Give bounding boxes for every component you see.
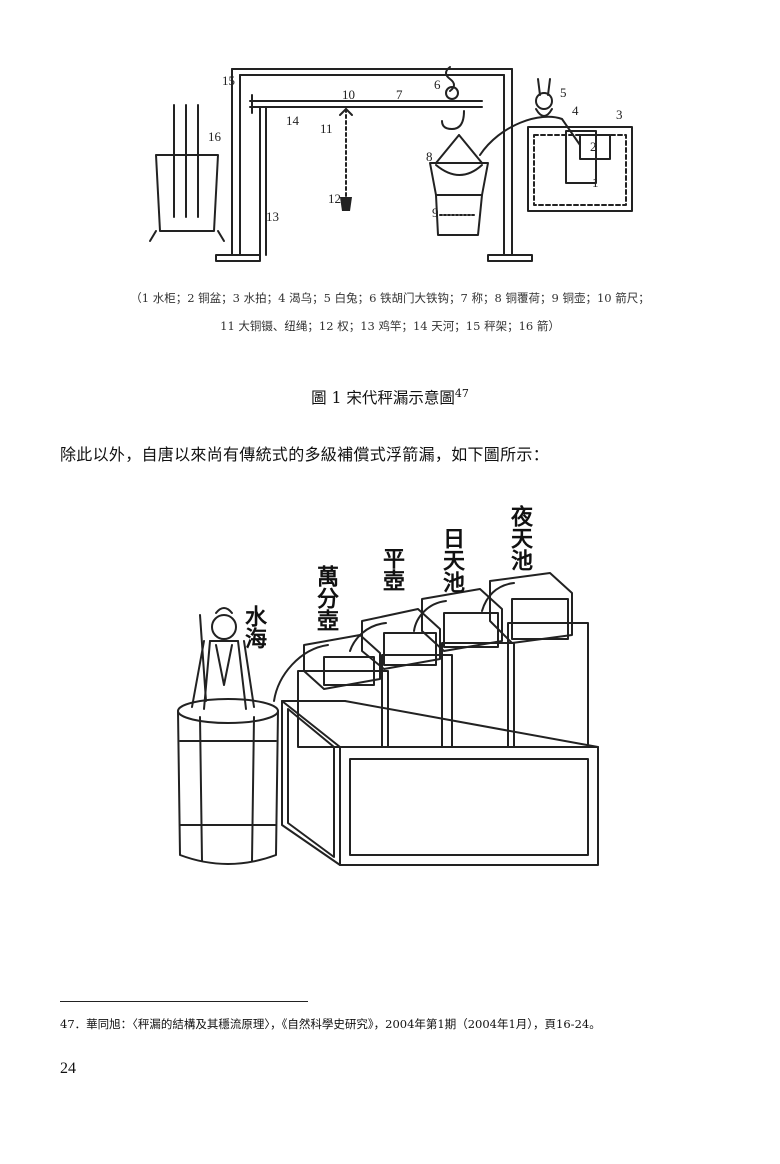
siphon-tubes (273, 582, 515, 702)
clepsydra-base (281, 700, 599, 866)
part-number: 10 (342, 87, 355, 102)
figure-1-legend-line-1: （1 水柜；2 铜盆；3 水拍；4 渴乌；5 白兔；6 铁胡门大铁钩；7 称；8… (130, 291, 650, 305)
part-number: 11 (320, 121, 333, 136)
arrow-rod-and-weight (339, 108, 353, 211)
water-tank (527, 126, 633, 212)
copper-pot (429, 134, 489, 236)
part-number: 3 (616, 107, 623, 122)
part-number: 13 (266, 209, 279, 224)
label-shuihai: 水海 (241, 605, 267, 649)
part-number: 4 (572, 103, 579, 118)
figure-1-diagram: 15 10 7 6 14 11 12 13 16 8 9 5 4 3 2 1 (149, 66, 633, 262)
tank-pinghu (361, 608, 441, 670)
figure-1-caption-text: 圖 1 宋代秤漏示意圖 (311, 389, 455, 407)
footnote-47: 47．華同旭：〈秤漏的結構及其穩流原理〉，《自然科學史研究》，2004年第1期（… (60, 1017, 601, 1031)
part-number: 2 (590, 139, 597, 154)
body-paragraph: 除此以外，自唐以來尚有傳統式的多級補償式浮箭漏，如下圖所示： (60, 445, 550, 464)
part-number: 8 (426, 149, 433, 164)
part-number: 14 (286, 113, 300, 128)
footnote-rule (60, 1001, 308, 1002)
steelyard-frame (215, 68, 533, 262)
stepped-pedestals (297, 622, 589, 748)
part-number: 16 (208, 129, 222, 144)
attendant-figure (191, 607, 255, 710)
arrow-rack (149, 104, 225, 242)
part-number: 1 (592, 175, 599, 190)
label-ritianchi: 日天池 (439, 527, 465, 594)
part-number: 15 (222, 73, 235, 88)
part-number: 5 (560, 85, 567, 100)
figure-1-legend-line-2: 11 大铜镊、纽绳；12 权；13 鸡竿；14 天河；15 秤架；16 箭） (220, 319, 560, 333)
label-pinghu: 平壺 (379, 547, 405, 591)
iron-hook (441, 66, 465, 130)
water-sea-vessel (177, 698, 279, 865)
page-number: 24 (60, 1060, 76, 1077)
tank-yetianchi (489, 572, 573, 644)
tank-wanfenhu (303, 634, 381, 690)
siphon-tube (479, 115, 581, 156)
part-number: 7 (396, 87, 403, 102)
steelyard-beam (249, 94, 483, 256)
part-number: 9 (432, 205, 439, 220)
white-rabbit (535, 78, 553, 117)
footnote-ref: 47 (454, 387, 469, 400)
part-number: 12 (328, 191, 341, 206)
figure-1-caption: 圖 1 宋代秤漏示意圖47 (0, 386, 780, 408)
label-wanfenhu: 萬分壺 (313, 565, 339, 631)
part-number: 6 (434, 77, 441, 92)
figure-2-illustration: 水海 萬分壺 平壺 日天池 夜天池 (177, 504, 599, 866)
label-yetianchi: 夜天池 (507, 504, 534, 572)
